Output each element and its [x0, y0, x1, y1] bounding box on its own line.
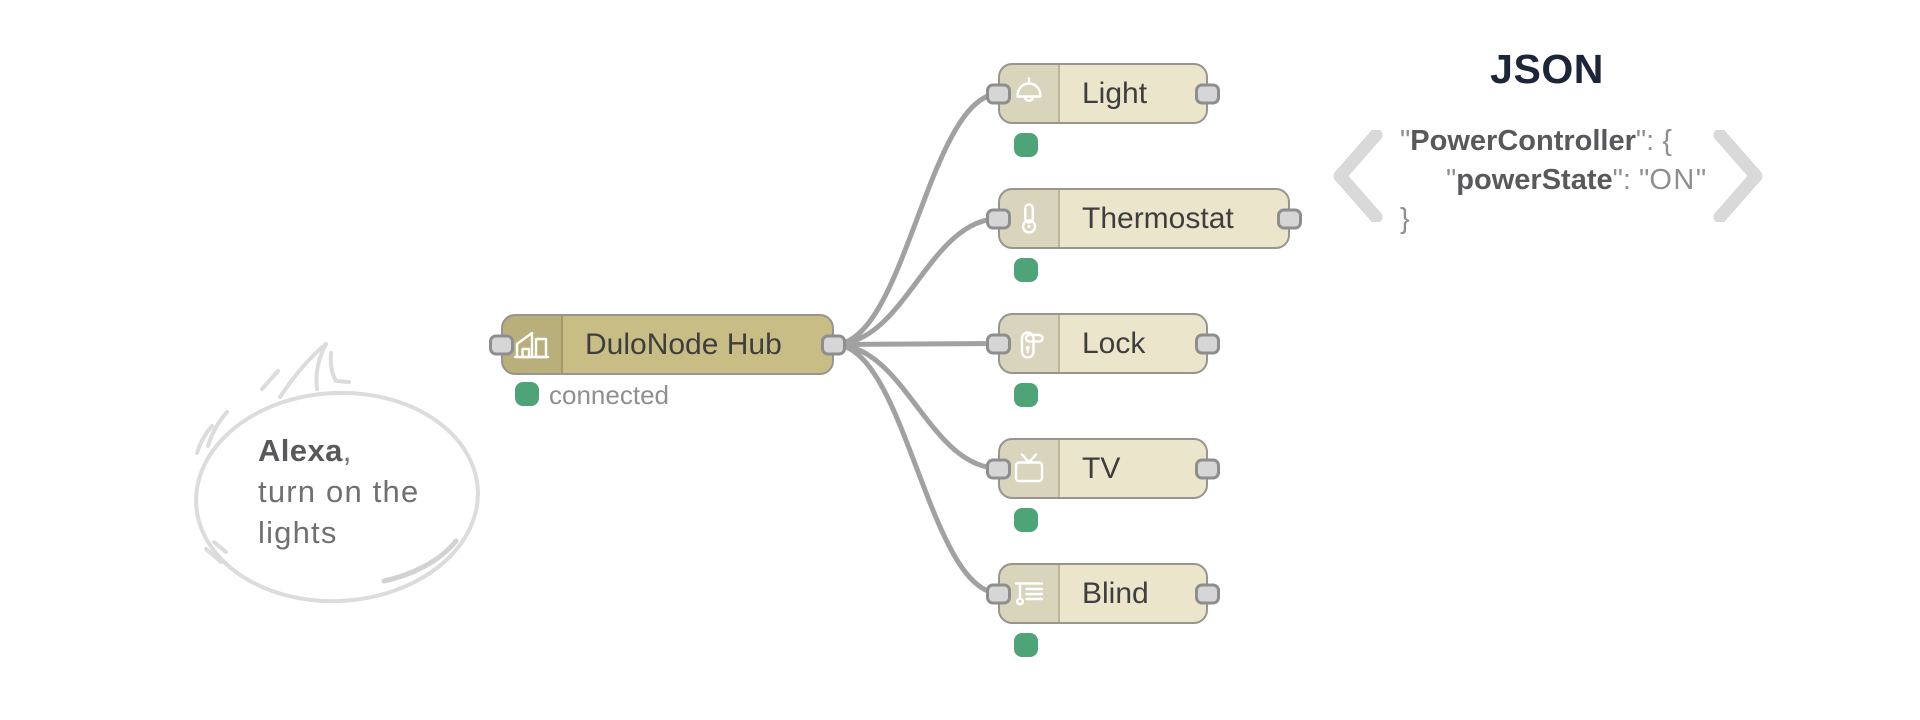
blind-output-port[interactable]: [1195, 583, 1220, 604]
json-line-1: "PowerController": {: [1400, 125, 1672, 157]
lock-status-dot: [1014, 383, 1038, 407]
voice-command-line-3: lights: [258, 515, 338, 550]
tv-input-port[interactable]: [986, 458, 1011, 479]
json-line-2: "powerState": "ON": [1446, 164, 1707, 196]
hub-status-dot: [515, 382, 539, 406]
hub-input-port[interactable]: [489, 334, 514, 355]
light-status-dot: [1014, 133, 1038, 157]
json-key-powerstate: powerState: [1456, 164, 1613, 196]
node-label: Blind: [1082, 576, 1149, 610]
json-value-powerstate: ON: [1649, 164, 1696, 196]
wire-hub-to-blind: [831, 342, 1003, 596]
node-thermostat[interactable]: Thermostat: [986, 188, 1302, 249]
lock-output-port[interactable]: [1195, 333, 1220, 354]
wire-hub-to-lock: [831, 341, 1003, 347]
json-panel-title: JSON: [1490, 46, 1604, 92]
chevron-left-icon[interactable]: [1330, 128, 1388, 224]
node-light[interactable]: Light: [986, 63, 1220, 124]
hub-status-label: connected: [549, 380, 669, 410]
tv-status-dot: [1014, 508, 1038, 532]
node-tv[interactable]: TV: [986, 438, 1220, 499]
light-output-port[interactable]: [1195, 83, 1220, 104]
thermostat-input-port[interactable]: [986, 208, 1011, 229]
node-lock[interactable]: Lock: [986, 313, 1220, 374]
wire-hub-to-tv: [831, 342, 1003, 471]
lock-input-port[interactable]: [986, 333, 1011, 354]
json-payload: "PowerController": { "powerState": "ON" …: [1400, 122, 1706, 239]
blind-status-dot: [1014, 633, 1038, 657]
node-label: DuloNode Hub: [585, 327, 782, 361]
json-key-powercontroller: PowerController: [1410, 125, 1636, 157]
node-label: Thermostat: [1082, 201, 1234, 235]
wire-hub-to-light: [831, 91, 1003, 347]
node-blind[interactable]: Blind: [986, 563, 1220, 624]
voice-command-line-2: turn on the: [258, 474, 420, 509]
wire-hub-to-thermostat: [831, 216, 1003, 347]
node-dulonode-hub[interactable]: DuloNode Hub: [489, 314, 846, 375]
node-label: Lock: [1082, 326, 1146, 360]
tv-output-port[interactable]: [1195, 458, 1220, 479]
hub-output-port[interactable]: [821, 334, 846, 355]
thermostat-status-dot: [1014, 258, 1038, 282]
thermostat-output-port[interactable]: [1277, 208, 1302, 229]
speaker-name: Alexa: [258, 433, 343, 468]
json-line-3: }: [1400, 203, 1410, 235]
blind-input-port[interactable]: [986, 583, 1011, 604]
light-input-port[interactable]: [986, 83, 1011, 104]
chevron-right-icon[interactable]: [1708, 128, 1766, 224]
node-label: Light: [1082, 76, 1148, 110]
voice-command-line-1: Alexa,: [258, 433, 353, 468]
voice-command-text: Alexa, turn on the lights: [258, 430, 419, 553]
node-label: TV: [1082, 451, 1121, 485]
